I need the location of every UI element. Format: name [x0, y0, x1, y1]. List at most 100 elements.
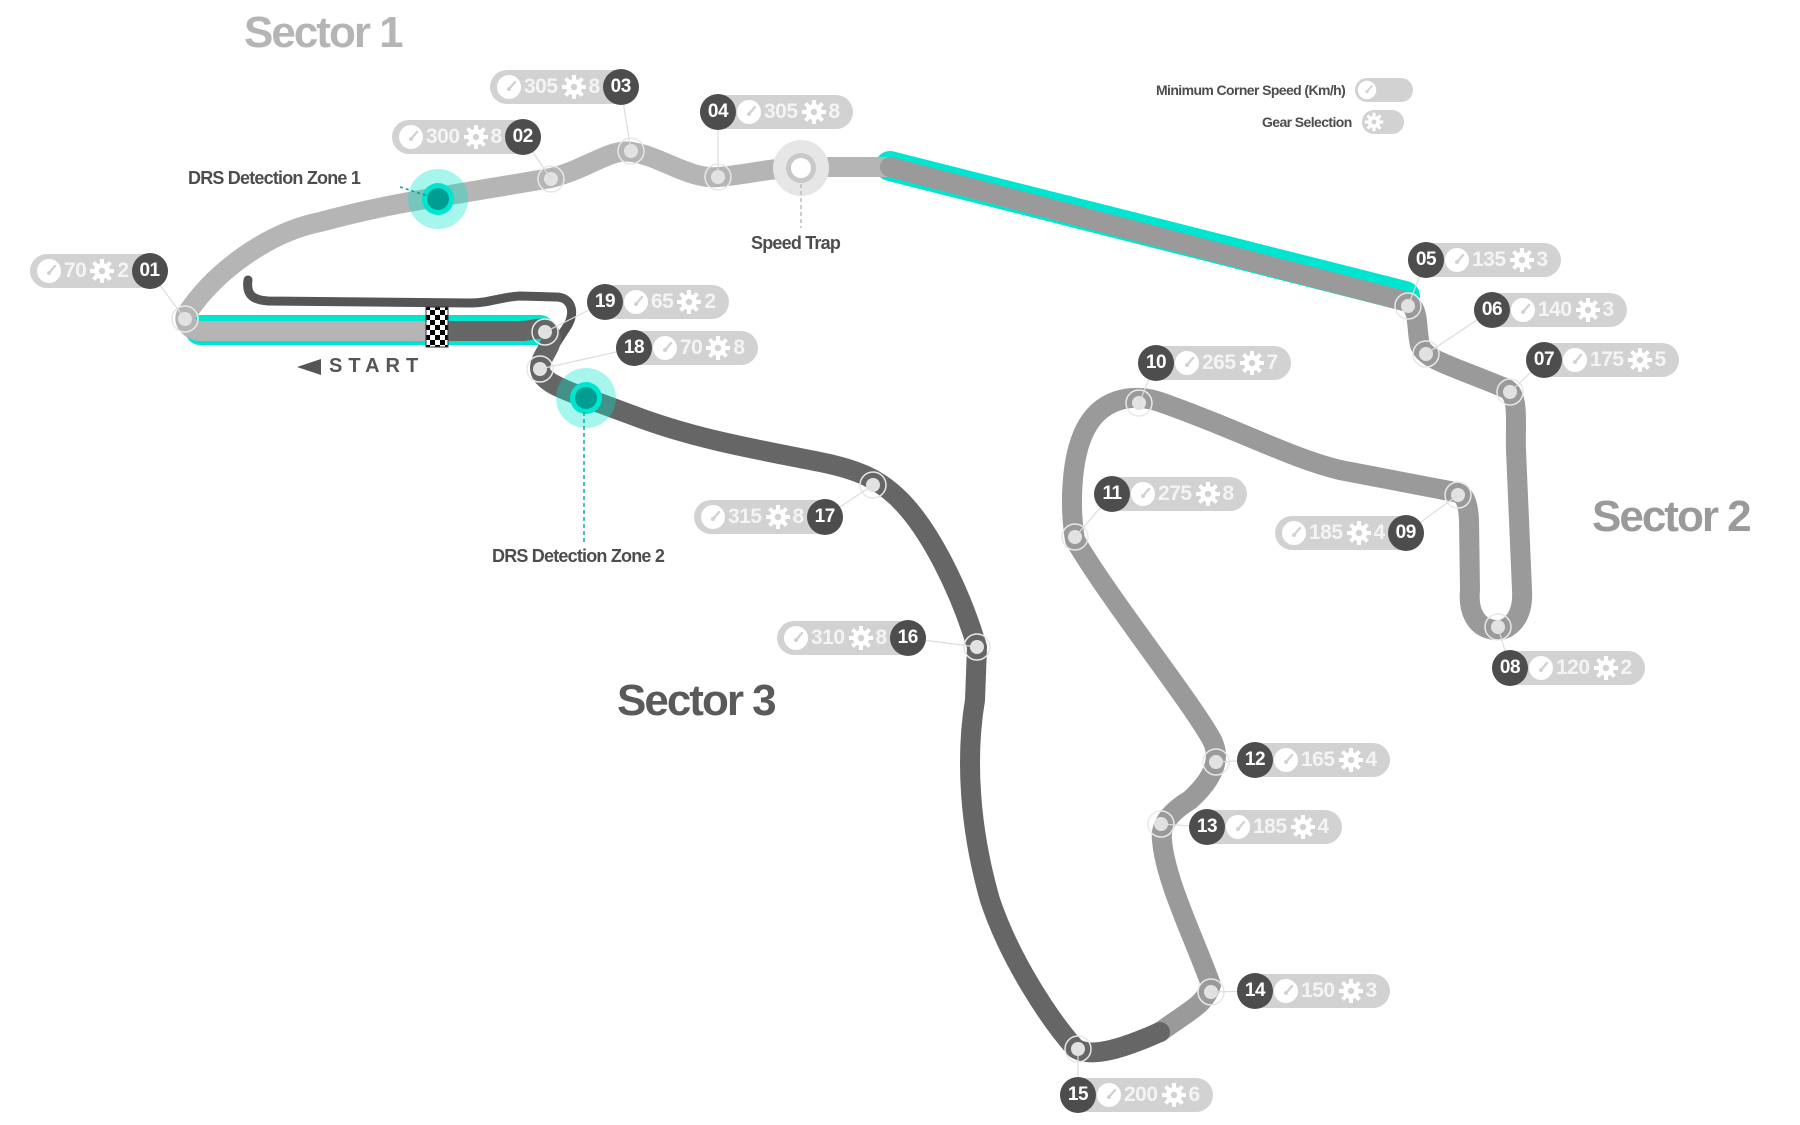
gear-icon: [1346, 520, 1372, 546]
sector-3-track: [426, 318, 1170, 1063]
gear-icon: [1509, 247, 1535, 273]
legend-gear-label: Gear Selection: [1262, 114, 1352, 130]
start-text: START: [329, 355, 425, 377]
min-corner-speed: 165: [1301, 748, 1335, 771]
gear-selection: 4: [1317, 815, 1330, 838]
gauge-icon: [1174, 350, 1200, 376]
gear-icon: [89, 258, 115, 284]
gear-selection: 4: [1365, 748, 1378, 771]
gear-selection: 8: [875, 626, 888, 649]
turn-number-badge: 09: [1387, 515, 1424, 551]
min-corner-speed: 70: [680, 336, 703, 359]
gauge-icon: [1444, 247, 1470, 273]
min-corner-speed: 305: [524, 75, 558, 98]
corner-label-07: 07 175 5: [1526, 342, 1679, 378]
min-corner-speed: 265: [1202, 351, 1236, 374]
gear-icon: [1338, 978, 1364, 1004]
gauge-icon: [623, 289, 649, 315]
min-corner-speed: 175: [1590, 348, 1624, 371]
min-corner-speed: 275: [1158, 482, 1192, 505]
gear-icon: [1161, 1082, 1187, 1108]
min-corner-speed: 65: [651, 290, 674, 313]
turn-number-badge: 16: [889, 620, 926, 656]
gear-icon: [705, 335, 731, 361]
gauge-icon: [652, 335, 678, 361]
turn-number-badge: 06: [1474, 292, 1510, 328]
min-corner-speed: 120: [1556, 656, 1590, 679]
turn-number-badge: 05: [1408, 242, 1444, 278]
start-finish-flag: [425, 306, 449, 348]
gauge-icon: [1130, 481, 1156, 507]
speed-trap-marker: [773, 140, 829, 228]
gear-selection: 3: [1602, 298, 1615, 321]
gauge-icon: [496, 74, 522, 100]
gear-icon: [765, 504, 791, 530]
start-arrow-icon: [297, 358, 321, 375]
gear-selection: 2: [1620, 656, 1633, 679]
gear-icon: [1239, 350, 1265, 376]
turn-number-badge: 02: [504, 119, 541, 155]
gauge-icon: [1273, 978, 1299, 1004]
start-label: START: [297, 355, 424, 378]
turn-number-badge: 07: [1526, 342, 1562, 378]
turn-number-badge: 19: [587, 284, 623, 320]
turn-number-badge: 04: [700, 94, 736, 130]
sector-2-title: Sector 2: [1592, 492, 1752, 541]
turn-number-badge: 18: [616, 330, 652, 366]
sector-3-title: Sector 3: [617, 676, 777, 725]
gear-icon: [1338, 747, 1364, 773]
drs-detection-1-label: DRS Detection Zone 1: [188, 168, 361, 188]
speed-trap-label: Speed Trap: [751, 233, 841, 253]
gear-selection: 3: [1536, 248, 1549, 271]
gear-selection: 3: [1365, 979, 1378, 1002]
gauge-icon: [1281, 520, 1307, 546]
turn-number-badge: 15: [1060, 1077, 1096, 1113]
gear-selection: 7: [1266, 351, 1279, 374]
legend-gear-swatch: [1361, 110, 1404, 134]
gear-icon: [463, 124, 489, 150]
gear-icon: [801, 99, 827, 125]
gauge-icon: [1357, 80, 1377, 100]
legend-gear: Gear Selection: [1262, 110, 1404, 134]
min-corner-speed: 200: [1124, 1083, 1158, 1106]
gear-selection: 2: [117, 259, 129, 282]
turn-number-badge: 13: [1189, 809, 1225, 845]
gear-selection: 2: [704, 290, 716, 313]
gauge-icon: [700, 504, 726, 530]
drs-detection-2-label: DRS Detection Zone 2: [492, 546, 665, 566]
turn-number-badge: 10: [1138, 345, 1174, 381]
gear-selection: 5: [1654, 348, 1667, 371]
gear-icon: [676, 289, 702, 315]
gauge-icon: [1225, 814, 1251, 840]
gear-icon: [1195, 481, 1221, 507]
turn-number-badge: 17: [806, 499, 843, 535]
corner-label-15: 15 200 6: [1060, 1077, 1213, 1113]
gear-icon: [1575, 297, 1601, 323]
min-corner-speed: 185: [1309, 521, 1343, 544]
corner-label-10: 10 265 7: [1138, 345, 1291, 381]
gauge-icon: [36, 258, 62, 284]
min-corner-speed: 300: [426, 125, 460, 148]
gear-icon: [561, 74, 587, 100]
gear-icon: [1364, 112, 1384, 132]
gear-selection: 8: [828, 100, 841, 123]
gauge-icon: [1528, 655, 1554, 681]
gear-selection: 6: [1188, 1083, 1201, 1106]
min-corner-speed: 310: [811, 626, 845, 649]
gear-selection: 8: [490, 125, 503, 148]
drs-detection-1-marker: [399, 169, 468, 229]
